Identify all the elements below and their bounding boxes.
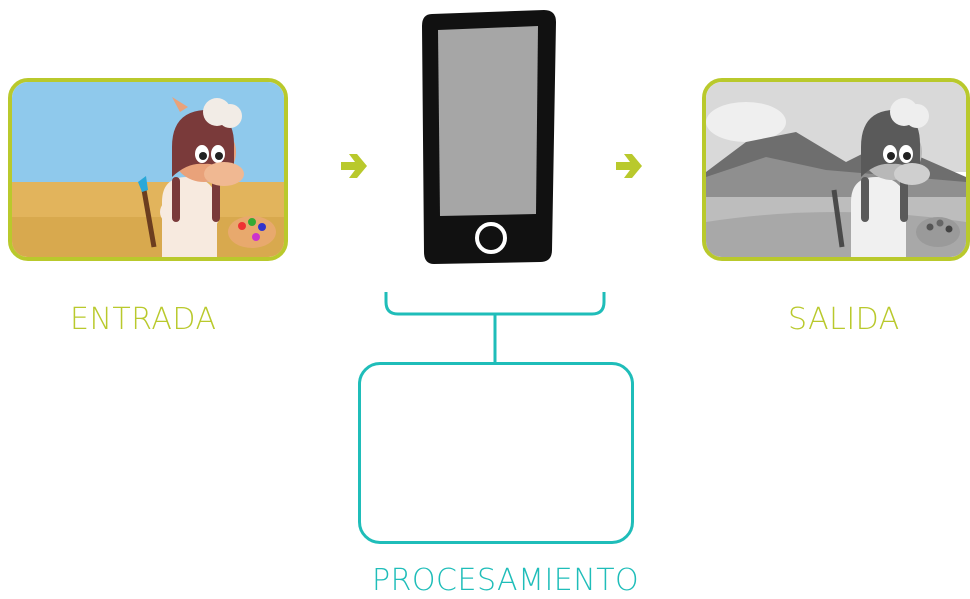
process-box (358, 362, 634, 544)
output-image (706, 82, 966, 257)
arrow-right-icon (341, 154, 367, 178)
input-label: ENTRADA (70, 302, 217, 337)
smartphone-icon (422, 10, 556, 264)
input-image (12, 82, 284, 257)
process-label: PROCESAMIENTO (372, 563, 640, 598)
output-image-frame (702, 78, 970, 261)
output-label: SALIDA (788, 302, 900, 337)
arrow-right-icon (616, 154, 642, 178)
process-bracket (384, 292, 606, 364)
input-image-frame (8, 78, 288, 261)
